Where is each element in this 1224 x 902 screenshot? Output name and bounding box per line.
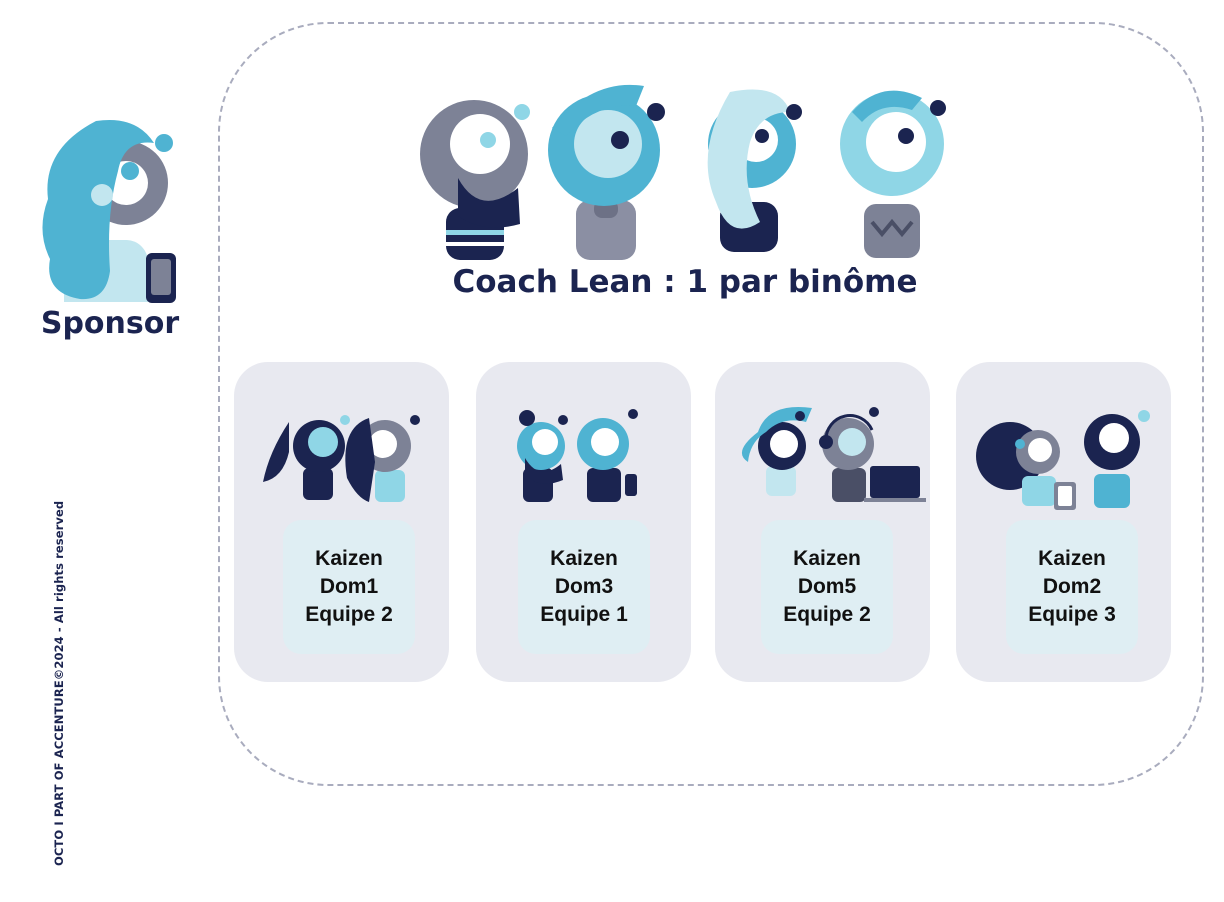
team-label-box: Kaizen Dom5 Equipe 2 (761, 520, 893, 654)
team-label-line: Kaizen (315, 547, 383, 570)
team-label-line: Dom2 (1042, 575, 1102, 598)
team-card: Kaizen Dom1 Equipe 2 (234, 362, 449, 682)
coach-avatar (707, 89, 802, 252)
coach-avatar (420, 100, 530, 260)
team-label-line: Equipe 2 (305, 603, 393, 626)
team-label-line: Equipe 3 (1028, 603, 1116, 626)
team-duo-avatars (263, 415, 420, 502)
coach-avatar (840, 90, 946, 258)
coach-avatar (548, 84, 665, 260)
copyright-text: OCTO I PART OF ACCENTURE©2024 - All righ… (52, 500, 66, 866)
team-duo-avatars (741, 407, 926, 502)
team-card: Kaizen Dom5 Equipe 2 (715, 362, 930, 682)
team-label-line: Equipe 1 (540, 603, 628, 626)
team-label-line: Kaizen (793, 547, 861, 570)
sponsor-label: Sponsor (40, 306, 180, 341)
team-duo-avatars (976, 410, 1150, 510)
team-duo-avatars (517, 409, 638, 502)
team-label-line: Kaizen (1038, 547, 1106, 570)
team-label-box: Kaizen Dom2 Equipe 3 (1006, 520, 1138, 654)
team-label-line: Kaizen (550, 547, 618, 570)
coach-label: Coach Lean : 1 par binôme (452, 264, 918, 300)
team-card: Kaizen Dom3 Equipe 1 (476, 362, 691, 682)
team-label-line: Equipe 2 (783, 603, 871, 626)
sponsor-avatar (42, 119, 176, 303)
coach-avatars (420, 84, 946, 260)
team-label-box: Kaizen Dom1 Equipe 2 (283, 520, 415, 654)
team-card: Kaizen Dom2 Equipe 3 (956, 362, 1171, 682)
team-label-line: Dom3 (554, 575, 614, 598)
team-label-box: Kaizen Dom3 Equipe 1 (518, 520, 650, 654)
team-label-line: Dom5 (797, 575, 857, 598)
group-frame (218, 22, 1204, 786)
team-label-line: Dom1 (319, 575, 379, 598)
